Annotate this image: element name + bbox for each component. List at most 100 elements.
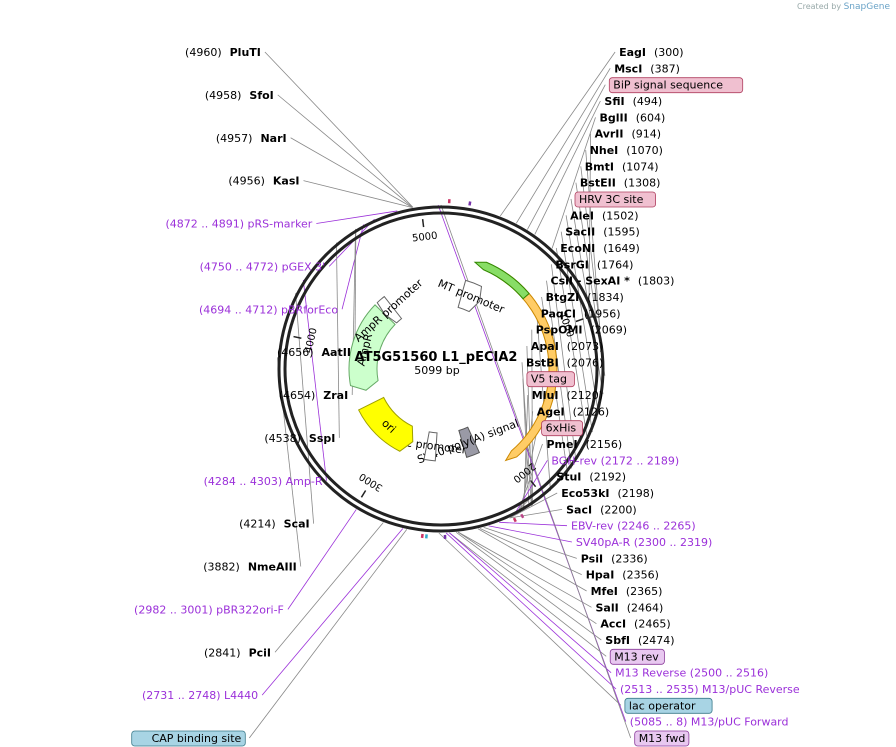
ruler-tick	[575, 318, 584, 323]
feature-tag-box	[574, 191, 656, 208]
leader-line	[477, 528, 587, 592]
enzyme-name: KasI	[273, 175, 300, 188]
enzyme-pcii-label[interactable]: (2841)PciI	[204, 646, 271, 659]
feature-cap-binding-site-tag[interactable]: CAP binding site	[131, 730, 246, 747]
primer-2731-2748-l4440-label[interactable]: (2731 .. 2748) L4440	[142, 689, 258, 702]
enzyme-bsteii-label[interactable]: BstEII(1308)	[580, 177, 660, 190]
enzyme-name: Eco53kI	[561, 487, 609, 500]
enzyme-mfei-label[interactable]: MfeI(2365)	[591, 585, 663, 598]
enzyme-pspomi-label[interactable]: PspOMI(2069)	[536, 324, 627, 337]
enzyme-position: (2192)	[589, 471, 626, 484]
enzyme-position: (2076)	[567, 356, 604, 369]
enzyme-name: PmeI	[547, 438, 578, 451]
plasmid-title-block: AT5G51560 L1_pECIA2 5099 bp	[355, 350, 518, 377]
enzyme-sfoi-label[interactable]: (4958)SfoI	[205, 89, 274, 102]
feature-6xhis-tag[interactable]: 6xHis	[541, 420, 583, 437]
primer-5085-8-m13-puc-forward-label[interactable]: (5085 .. 8) M13/pUC Forward	[630, 716, 789, 729]
feature-lac-operator-tag[interactable]: lac operator	[624, 697, 713, 714]
enzyme-agei-label[interactable]: AgeI(2126)	[537, 405, 610, 418]
primer-sv40pa-r-2300-2319-label[interactable]: SV40pA-R (2300 .. 2319)	[576, 536, 712, 549]
enzyme-sspi-label[interactable]: (4538)SspI	[264, 432, 335, 445]
enzyme-paqci-label[interactable]: PaqCI(1956)	[541, 307, 621, 320]
leader-line	[483, 526, 577, 559]
enzyme-position: (4654)	[279, 389, 316, 402]
enzyme-hpai-label[interactable]: HpaI(2356)	[586, 569, 659, 582]
ruler-label: 3000	[357, 470, 384, 493]
primer-4284-4303-amp-r-label[interactable]: (4284 .. 4303) Amp-R	[204, 475, 323, 488]
enzyme-msci-label[interactable]: MscI(387)	[614, 62, 680, 75]
enzyme-csii-sexai-label[interactable]: CsiI - SexAI *(1803)	[551, 275, 675, 288]
primer-4872-4891-prs-marker-label[interactable]: (4872 .. 4891) pRS-marker	[165, 218, 312, 231]
enzyme-nmeaiii-label[interactable]: (3882)NmeAIII	[203, 561, 297, 574]
leader-line	[274, 522, 384, 653]
enzyme-bmti-label[interactable]: BmtI(1074)	[585, 160, 659, 173]
enzyme-bstbi-label[interactable]: BstBI(2076)	[526, 356, 603, 369]
feature-tag-text: V5 tag	[531, 373, 567, 386]
feature-tag-text: CAP binding site	[152, 732, 242, 745]
enzyme-aatii-label[interactable]: (4656)AatII	[277, 346, 351, 359]
enzyme-psii-label[interactable]: PsiI(2336)	[581, 552, 648, 565]
enzyme-nhei-label[interactable]: NheI(1070)	[590, 144, 663, 157]
enzyme-sbfi-label[interactable]: SbfI(2474)	[605, 634, 674, 647]
leader-line	[303, 180, 413, 208]
enzyme-econi-label[interactable]: EcoNI (1649)	[560, 242, 639, 255]
feature-tag-text: lac operator	[629, 699, 696, 712]
enzyme-kasi-label[interactable]: (4956)KasI	[228, 175, 299, 188]
enzyme-alei-label[interactable]: AleI(1502)	[570, 209, 638, 222]
enzyme-name: HpaI	[586, 569, 615, 582]
enzyme-bsrgi-label[interactable]: BsrGI(1764)	[555, 258, 633, 271]
enzyme-position: (300)	[654, 46, 684, 59]
primer-2513-2535-m13-puc-reverse-label[interactable]: (2513 .. 2535) M13/pUC Reverse	[620, 683, 800, 696]
enzyme-saci-label[interactable]: SacI(2200)	[566, 503, 637, 516]
feature-ampr-promoter-label: AmpR promoter	[352, 276, 426, 344]
enzyme-zrai-label[interactable]: (4654)ZraI	[279, 389, 349, 402]
ruler-label: 2000	[511, 460, 538, 485]
leader-line	[499, 51, 616, 217]
enzyme-scai-label[interactable]: (4214)ScaI	[239, 518, 310, 531]
enzyme-sali-label[interactable]: SalI(2464)	[596, 601, 664, 614]
enzyme-pluti-label[interactable]: (4960)PluTI	[185, 46, 261, 59]
enzyme-sfii-label[interactable]: SfiI (494)	[604, 95, 662, 108]
feature-v5-tag-tag[interactable]: V5 tag	[526, 371, 575, 388]
primer-m13-reverse-2500-2516-label[interactable]: M13 Reverse (2500 .. 2516)	[615, 667, 768, 680]
enzyme-name: AgeI	[537, 405, 565, 418]
leader-line	[585, 149, 601, 329]
primer-bgh-rev-2172-2189-label[interactable]: BGH-rev (2172 .. 2189)	[551, 454, 679, 467]
ruler-tick	[293, 335, 302, 340]
feature-m13-rev-tag[interactable]: M13 rev	[609, 648, 665, 665]
primer-ebv-rev-2246-2265-label[interactable]: EBV-rev (2246 .. 2265)	[571, 520, 696, 533]
site-marker	[468, 201, 472, 206]
enzyme-position: (2474)	[638, 634, 675, 647]
enzyme-avrii-label[interactable]: AvrII(914)	[595, 128, 662, 141]
enzyme-name: AleI	[570, 209, 594, 222]
enzyme-apai-label[interactable]: ApaI(2073)	[531, 340, 603, 353]
enzyme-position: (1649)	[603, 242, 640, 255]
primer-4750-4772-pgex-3-label[interactable]: (4750 .. 4772) pGEX 3'	[200, 260, 326, 273]
feature-mt-promoter-arrow	[457, 279, 483, 313]
enzyme-sacii-label[interactable]: SacII(1595)	[565, 226, 640, 239]
enzyme-pmei-label[interactable]: PmeI(2156)	[547, 438, 623, 451]
feature-tag-text: BiP signal sequence	[613, 79, 723, 92]
enzyme-eagi-label[interactable]: EagI(300)	[619, 46, 684, 59]
enzyme-acci-label[interactable]: AccI(2465)	[600, 618, 670, 631]
ruler-label: 5000	[412, 230, 439, 244]
enzyme-name: SfiI	[604, 95, 624, 108]
enzyme-bglii-label[interactable]: BglII(604)	[600, 111, 666, 124]
enzyme-mlui-label[interactable]: MluI(2120)	[532, 389, 603, 402]
feature-tag-text: 6xHis	[546, 422, 577, 435]
feature-m13-fwd-tag[interactable]: M13 fwd	[634, 730, 690, 747]
primer-2982-3001-pbr322ori-f-label[interactable]: (2982 .. 3001) pBR322ori-F	[134, 603, 284, 616]
ruler-tick	[530, 479, 537, 488]
enzyme-btgzi-label[interactable]: BtgZI(1834)	[546, 291, 624, 304]
leader-line	[565, 215, 600, 415]
enzyme-name: EcoNI	[560, 242, 595, 255]
enzyme-name: PaqCI	[541, 307, 576, 320]
feature-hrv-3c-site-tag[interactable]: HRV 3C site	[574, 191, 656, 208]
feature-bip-signal-sequence-tag[interactable]: BiP signal sequence	[608, 77, 744, 94]
enzyme-position: (494)	[633, 95, 663, 108]
enzyme-stui-label[interactable]: StuI(2192)	[556, 471, 626, 484]
enzyme-position: (2365)	[626, 585, 663, 598]
enzyme-eco53ki-label[interactable]: Eco53kI(2198)	[561, 487, 654, 500]
enzyme-nari-label[interactable]: (4957)NarI	[216, 132, 287, 145]
primer-4694-4712-pbrforeco-label[interactable]: (4694 .. 4712) pBRforEco	[199, 303, 338, 316]
